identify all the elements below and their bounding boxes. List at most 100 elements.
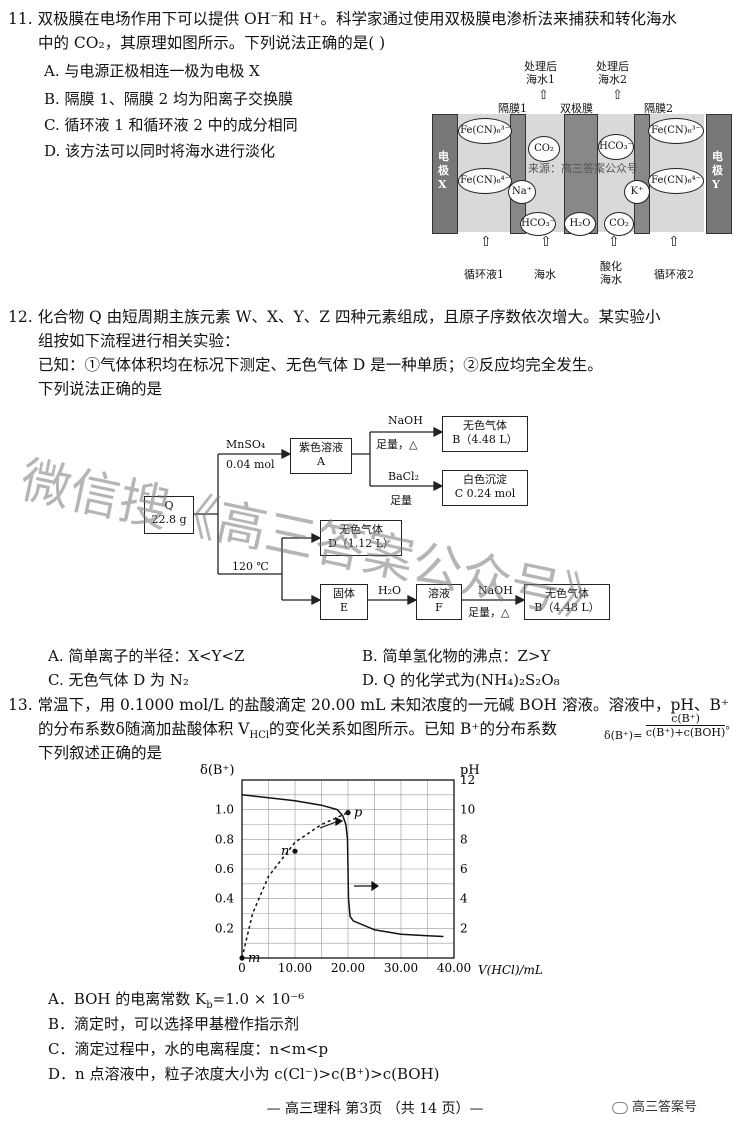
box-solid-e: 固体 E (320, 584, 368, 620)
chart-axes (241, 779, 455, 959)
point-p (345, 810, 351, 816)
fe-bottom-left: Fe(CN)₆⁴⁻ (458, 168, 512, 194)
box-ppt-c: 白色沉淀 C 0.24 mol (442, 470, 528, 506)
q13-option-a-rest: =1.0 × 10⁻⁶ (212, 990, 305, 1008)
naoh2-label: NaOH (478, 584, 513, 597)
y-left-tick-label: 1.0 (215, 803, 234, 817)
membrane2 (634, 114, 650, 234)
hco3-bottom: HCO₃⁻ (520, 212, 556, 236)
formula-numerator: c(B⁺) (645, 712, 726, 726)
fe-top-right: Fe(CN)₆³⁻ (648, 118, 704, 144)
y-right-tick-label: 6 (460, 862, 468, 876)
y-right-tick-label: 4 (460, 892, 468, 906)
q13-option-a-sub: b (206, 1000, 213, 1011)
up-arrow-icon: ⇧ (538, 88, 549, 103)
out1-label: 处理后 海水1 (524, 60, 557, 86)
footer-badge-text: 高三答案号 (632, 1100, 698, 1115)
bipolar-label: 双极膜 (560, 102, 593, 115)
chart-series (241, 794, 444, 959)
distribution-formula: δ(B⁺)= c(B⁺) c(B⁺)+c(BOH) 。 (604, 712, 736, 742)
box-solution-a: 紫色溶液 A (290, 438, 352, 474)
up-arrow-icon: ⇧ (608, 234, 620, 250)
temp-label: 120 ℃ (232, 560, 269, 573)
x-tick-label: 20.00 (331, 961, 365, 975)
q12-stem-line3: 已知：①气体体积均在标况下测定、无色气体 D 是一种单质；②反应均完全发生。 (38, 356, 603, 374)
q13-option-c[interactable]: C．滴定过程中，水的电离程度：n<m<p (48, 1040, 329, 1058)
y-left-tick-label: 0.8 (215, 832, 234, 846)
y-right-tick-label: 12 (460, 773, 475, 787)
naoh1-label: NaOH (388, 414, 423, 427)
out2-label: 处理后 海水2 (596, 60, 629, 86)
q13-option-b[interactable]: B．滴定时，可以选择甲基橙作指示剂 (48, 1015, 300, 1033)
in2-label: 海水 (534, 268, 556, 281)
x-tick-label: 40.00 (437, 961, 471, 975)
q13-stem-sub: HCl (249, 730, 270, 742)
q13-stem-text: 的分布系数δ随滴加盐酸体积 V (38, 720, 250, 738)
mnso4-amount: 0.04 mol (226, 458, 275, 471)
q13-option-a[interactable]: A．BOH 的电离常数 Kb=1.0 × 10⁻⁶ (48, 988, 304, 1017)
h2o-mol: H₂O (564, 212, 596, 236)
membrane1 (510, 114, 526, 234)
q11-option-b[interactable]: B. 隔膜 1、隔膜 2 均为阳离子交换膜 (44, 90, 293, 108)
point-label-p: p (354, 806, 363, 821)
in1-label: 循环液1 (464, 268, 504, 281)
point-n (292, 848, 298, 854)
up-arrow-icon: ⇧ (480, 234, 492, 250)
electrode-x (432, 114, 458, 234)
membrane1-label: 隔膜1 (498, 102, 527, 115)
q11-option-d[interactable]: D. 该方法可以同时将海水进行淡化 (44, 142, 276, 160)
y-right-tick-label: 2 (460, 921, 468, 935)
box-gas-b2: 无色气体 B（4.48 L） (524, 584, 610, 620)
q12-flowchart: Q 22.8 g MnSO₄ 0.04 mol 紫色溶液 A NaOH 足量，△… (0, 400, 750, 640)
q12-option-b[interactable]: B. 简单氢化物的沸点：Z>Y (362, 647, 551, 665)
fe-top-left: Fe(CN)₆³⁻ (458, 118, 512, 144)
y-right-label: pH (460, 763, 480, 778)
x-tick-label: 30.00 (384, 961, 418, 975)
k-ion: K⁺ (624, 180, 650, 204)
bacl2-condition: 足量 (390, 494, 412, 507)
in3-label: 酸化 海水 (600, 260, 622, 286)
box-gas-b1: 无色气体 B（4.48 L） (442, 416, 528, 452)
q11-stem-line2: 中的 CO₂，其原理如图所示。下列说法正确的是( ) (38, 34, 386, 52)
y-left-tick-label: 0.2 (215, 921, 234, 935)
electrode-x-label: 电 极 X (438, 150, 449, 191)
q13-option-d[interactable]: D．n 点溶液中，粒子浓度大小为 c(Cl⁻)>c(B⁺)>c(BOH) (48, 1065, 440, 1083)
na-ion: Na⁺ (508, 180, 536, 204)
ph-curve (241, 794, 444, 938)
y-right-tick-label: 10 (460, 803, 475, 817)
formula-denominator: c(B⁺)+c(BOH) (645, 726, 726, 739)
q12-option-c[interactable]: C. 无色气体 D 为 N₂ (48, 671, 189, 689)
in4-label: 循环液2 (654, 268, 694, 281)
hco3-top: HCO₃⁻ (598, 134, 634, 160)
q13-stem-line2: 的分布系数δ随滴加盐酸体积 VHCl的变化关系如图所示。已知 B⁺的分布系数 (38, 718, 557, 747)
q11-option-c[interactable]: C. 循环液 1 和循环液 2 中的成分相同 (44, 116, 298, 134)
q12-stem-line2: 组按如下流程进行相关实验： (38, 332, 240, 350)
q13-stem-line1: 13. 常温下，用 0.1000 mol/L 的盐酸滴定 20.00 mL 未知… (8, 696, 730, 714)
q13-stem-text-b: 的变化关系如图所示。已知 B⁺的分布系数 (269, 720, 558, 738)
q12-option-d[interactable]: D. Q 的化学式为(NH₄)₂S₂O₈ (362, 671, 560, 689)
y-right-tick-label: 8 (460, 832, 468, 846)
naoh1-condition: 足量，△ (376, 438, 418, 451)
box-q: Q 22.8 g (144, 496, 194, 534)
y-left-label: δ(B⁺) (200, 763, 234, 778)
bacl2-label: BaCl₂ (388, 470, 419, 483)
x-tick-label: 10.00 (278, 961, 312, 975)
x-axis-label: V(HCl)/mL (478, 963, 543, 977)
source-watermark: 来源：高三答案公众号 (528, 162, 638, 175)
x-tick-label: 0 (238, 961, 246, 975)
plot-frame (241, 779, 455, 959)
electrode-y-label: 电 极 Y (712, 150, 723, 191)
mnso4-label: MnSO₄ (226, 438, 266, 451)
q11-option-a[interactable]: A. 与电源正极相连一极为电极 X (44, 62, 260, 80)
point-label-m: m (248, 951, 260, 966)
up-arrow-icon: ⇧ (668, 234, 680, 250)
membrane2-label: 隔膜2 (644, 102, 673, 115)
q12-option-a[interactable]: A. 简单离子的半径：X<Y<Z (48, 647, 245, 665)
page-footer: — 高三理科 第3页 （共 14 页）— (266, 1101, 484, 1117)
q11-figure: 处理后 海水1 处理后 海水2 ⇧ ⇧ 隔膜1 双极膜 隔膜2 电 极 X 电 … (428, 58, 734, 290)
y-left-tick-label: 0.4 (215, 892, 234, 906)
h2o-label: H₂O (378, 584, 402, 597)
co2-bottom: CO₂ (604, 212, 634, 236)
